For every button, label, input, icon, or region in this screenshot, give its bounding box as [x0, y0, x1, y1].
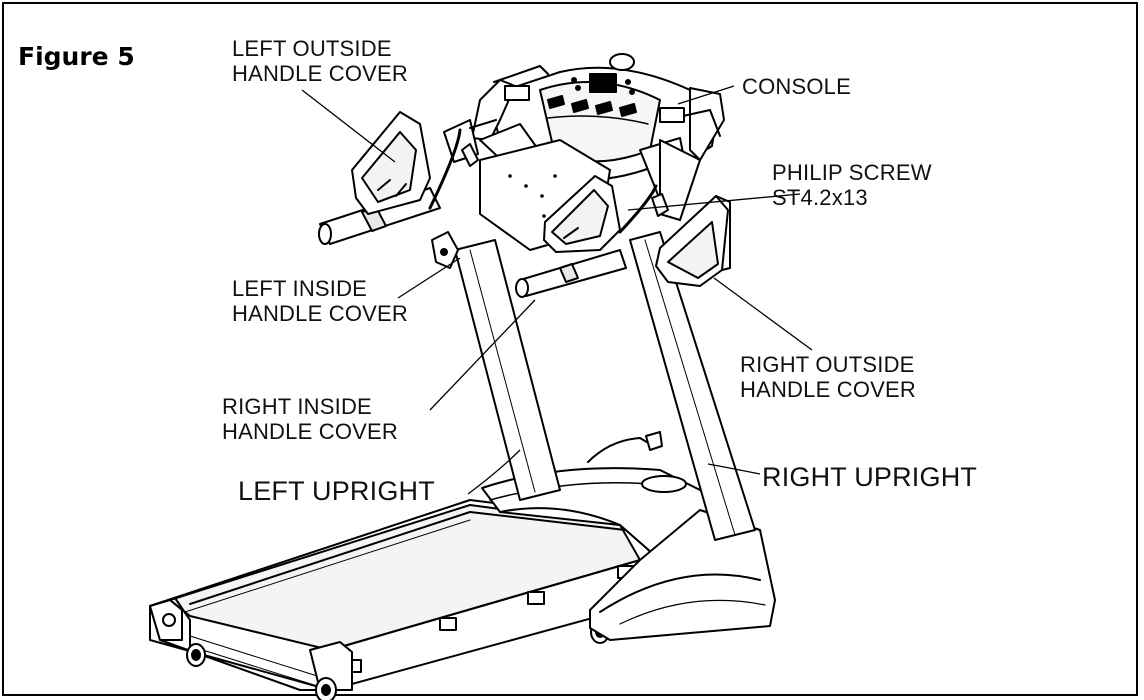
left-upright-post: [454, 239, 561, 501]
label-left-outside-handle-cover: LEFT OUTSIDE HANDLE COVER: [232, 36, 408, 86]
label-right-inside-handle-cover: RIGHT INSIDE HANDLE COVER: [222, 394, 398, 444]
right-outside-handle-cover-part: [655, 195, 731, 287]
label-line: LEFT OUTSIDE: [232, 36, 392, 61]
figure-title: Figure 5: [18, 42, 135, 71]
right-handle-joint: [651, 193, 669, 217]
left-handle-arm: [428, 128, 462, 210]
right-handle-arm: [618, 184, 658, 234]
label-line: HANDLE COVER: [222, 419, 398, 444]
right-handle-tube: [515, 249, 627, 298]
leader-left-inside: [397, 257, 461, 299]
label-line: LEFT INSIDE: [232, 276, 368, 301]
label-line: HANDLE COVER: [232, 301, 408, 326]
label-line: HANDLE COVER: [740, 377, 916, 402]
label-line: CONSOLE: [742, 74, 851, 99]
treadmill-deck: [149, 499, 659, 691]
leader-left-outside: [301, 89, 396, 163]
left-inside-handle-cover-part: [431, 231, 459, 269]
label-line: ST4.2x13: [772, 185, 868, 210]
leader-right-upright: [707, 463, 761, 475]
leader-right-inside: [429, 299, 536, 411]
power-cord: [587, 437, 651, 463]
label-line: LEFT UPRIGHT: [238, 476, 435, 506]
label-right-upright: RIGHT UPRIGHT: [762, 462, 977, 492]
leader-philip-screw: [627, 193, 801, 211]
label-line: RIGHT INSIDE: [222, 394, 372, 419]
left-outside-handle-cover-part: [351, 111, 431, 215]
power-plug: [645, 431, 663, 451]
label-line: RIGHT OUTSIDE: [740, 352, 915, 377]
label-console: CONSOLE: [742, 74, 851, 99]
left-handle-joint: [461, 143, 479, 167]
leader-lines: [301, 85, 813, 495]
right-upright-post: [629, 231, 756, 541]
label-philip-screw: PHILIP SCREW ST4.2x13: [772, 160, 932, 210]
label-line: HANDLE COVER: [232, 61, 408, 86]
label-line: PHILIP SCREW: [772, 160, 932, 185]
label-left-upright: LEFT UPRIGHT: [238, 476, 435, 506]
label-right-outside-handle-cover: RIGHT OUTSIDE HANDLE COVER: [740, 352, 916, 402]
label-line: RIGHT UPRIGHT: [762, 462, 978, 492]
leader-console: [677, 85, 735, 105]
right-inside-handle-cover-part: [543, 175, 621, 253]
leader-left-upright: [467, 449, 521, 495]
leader-right-outside: [713, 277, 813, 351]
label-left-inside-handle-cover: LEFT INSIDE HANDLE COVER: [232, 276, 408, 326]
